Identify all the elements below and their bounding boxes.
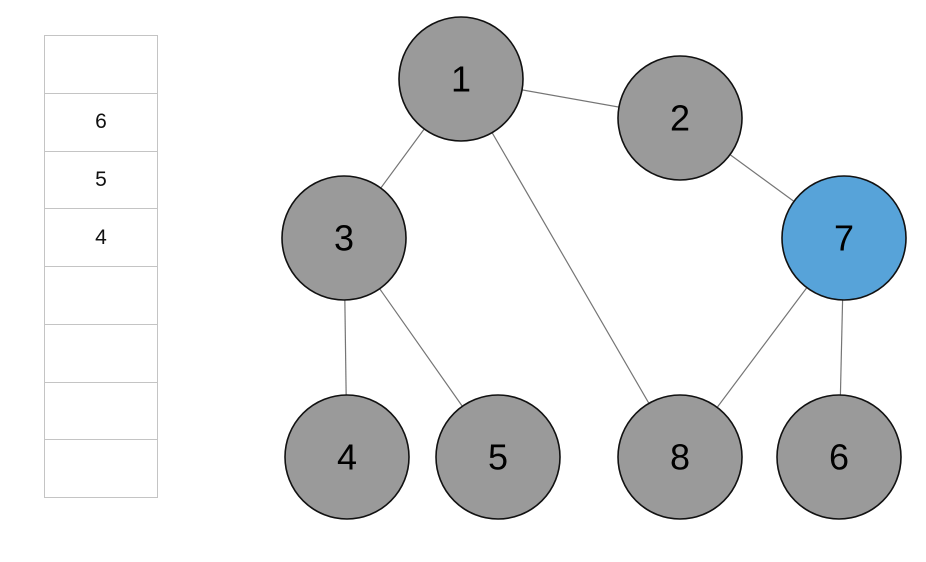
graph-node-6: 6	[776, 394, 902, 520]
stack-cell-6	[45, 383, 157, 441]
stack-cell-2: 5	[45, 152, 157, 210]
graph-node-circle-3	[281, 175, 407, 301]
stack-cell-1: 6	[45, 94, 157, 152]
graph-node-label-3: 3	[334, 218, 354, 259]
stack-cell-4	[45, 267, 157, 325]
graph-node-circle-5	[435, 394, 561, 520]
stack-cell-3: 4	[45, 209, 157, 267]
graph-node-4: 4	[284, 394, 410, 520]
graph-node-label-1: 1	[451, 59, 471, 100]
graph-node-circle-1	[398, 16, 524, 142]
graph-node-label-2: 2	[670, 98, 690, 139]
graph-node-circle-4	[284, 394, 410, 520]
graph-node-label-4: 4	[337, 437, 357, 478]
stack-cell-5	[45, 325, 157, 383]
graph-edge-1-8	[460, 78, 681, 458]
graph-node-8: 8	[617, 394, 743, 520]
graph-node-7: 7	[781, 175, 907, 301]
graph-node-label-8: 8	[670, 437, 690, 478]
graph-node-3: 3	[281, 175, 407, 301]
graph-node-label-7: 7	[834, 218, 854, 259]
graph-node-1: 1	[398, 16, 524, 142]
stack-cell-0	[45, 36, 157, 94]
graph-node-2: 2	[617, 55, 743, 181]
graph-node-circle-7	[781, 175, 907, 301]
graph-node-label-6: 6	[829, 437, 849, 478]
graph-node-circle-2	[617, 55, 743, 181]
graph-node-5: 5	[435, 394, 561, 520]
graph-node-circle-6	[776, 394, 902, 520]
graph-node-circle-8	[617, 394, 743, 520]
graph-node-label-5: 5	[488, 437, 508, 478]
